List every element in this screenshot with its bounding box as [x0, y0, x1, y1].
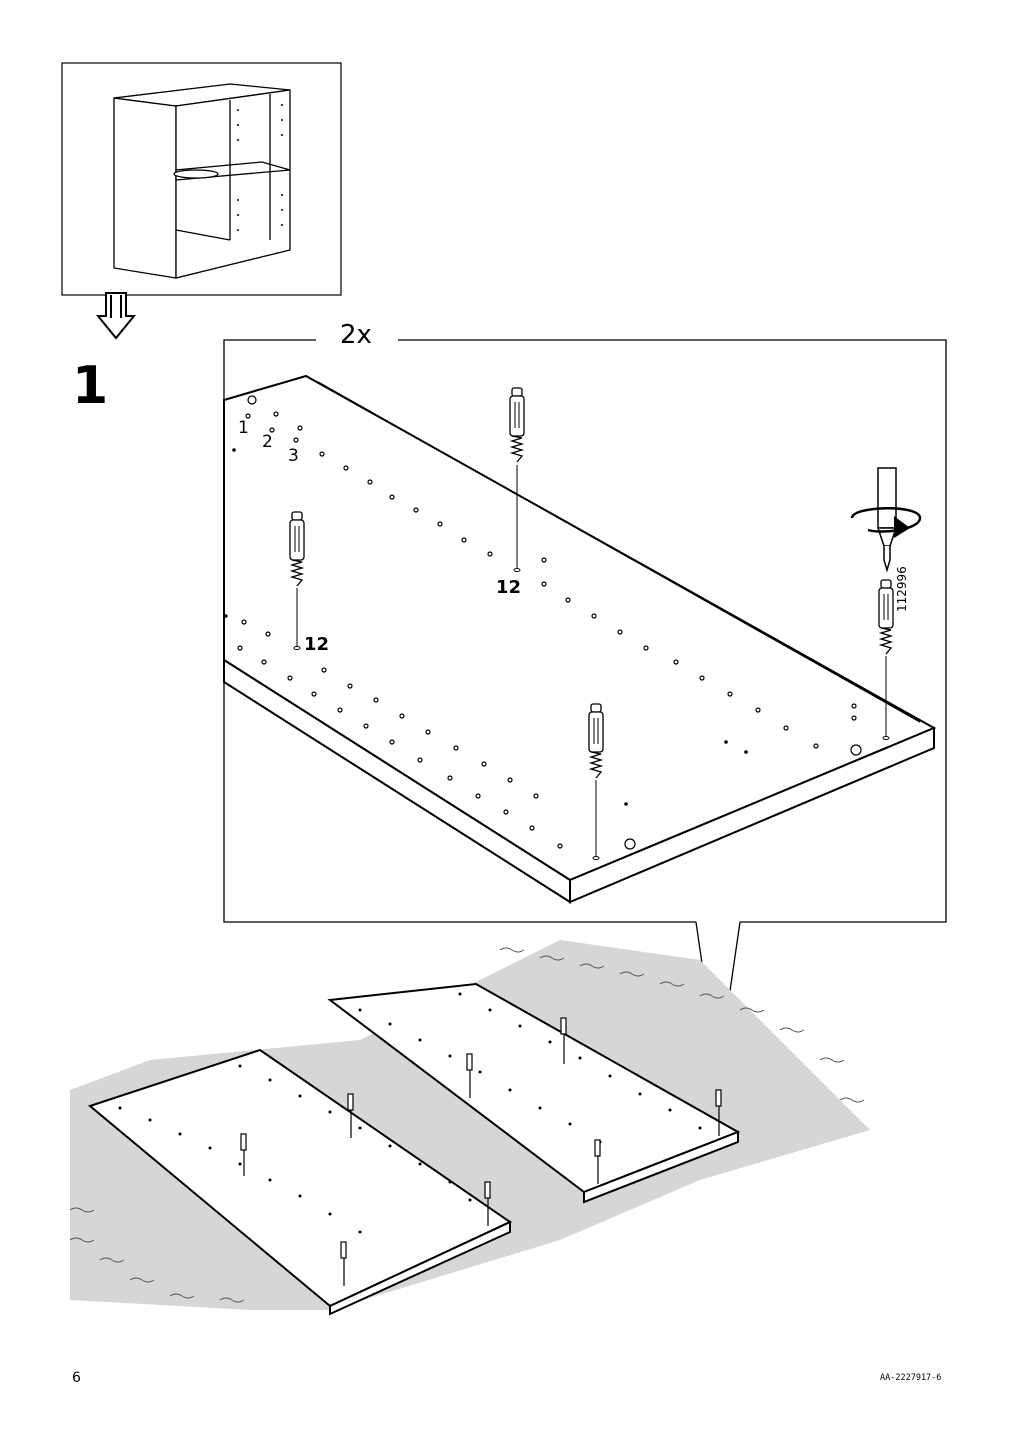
dowel-icon — [588, 703, 604, 860]
part-number-label: 12 — [496, 577, 522, 598]
hole-label-2: 2 — [262, 432, 273, 452]
article-number: 112996 — [895, 566, 909, 612]
hole-label-1: 1 — [238, 418, 249, 438]
dowel-icon — [289, 511, 305, 650]
dowel-icon — [878, 579, 894, 740]
document-code: AA-2227917-6 — [880, 1373, 942, 1383]
page-number: 6 — [72, 1370, 81, 1386]
cabinet-illustration — [113, 83, 291, 279]
cabinet-reference-box — [61, 62, 342, 296]
screwdriver-icon — [876, 467, 898, 573]
part-number-label: 12 — [304, 634, 330, 655]
quantity-label: 2x — [340, 320, 372, 350]
panel-detail — [223, 374, 937, 904]
hole-label-3: 3 — [288, 446, 299, 466]
down-arrow-icon — [95, 292, 137, 340]
step-number: 1 — [72, 356, 109, 416]
rotate-arrow-icon — [850, 507, 922, 538]
overview-illustration — [69, 940, 870, 1316]
dowel-icon — [509, 387, 525, 572]
